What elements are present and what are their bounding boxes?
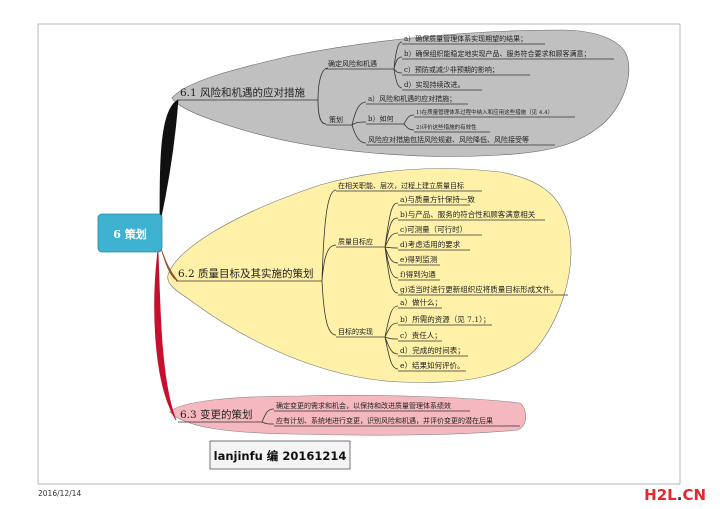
- watermark-h2l: H2L: [644, 486, 677, 504]
- s1-g2-b: b）如何: [368, 114, 393, 123]
- section-6-1-bubble: [171, 29, 630, 157]
- s1-g1-item: b）确保组织能稳定地实现产品、服务符合要求和顾客满意；: [404, 49, 590, 58]
- section-6-1-title: 6.1 风险和机遇的应对措施: [180, 86, 306, 99]
- s1-group-identify-label: 确定风险和机遇: [328, 59, 377, 68]
- connector-6-3: [154, 249, 177, 421]
- s1-g1-item: d）实现持续改进。: [404, 80, 464, 89]
- s3-item: 应有计划、系统地进行变更，识别风险和机遇，并评价变更的潜在后果: [276, 416, 493, 425]
- s1-g2-b-item: 2)评价这些措施的有效性: [416, 123, 477, 131]
- section-6-2-title: 6.2 质量目标及其实施的策划: [178, 267, 314, 280]
- s2-g2-item: d）完成的时间表；: [400, 345, 465, 355]
- s3-item: 确定变更的需求和机会，以保持和改进质量管理体系绩效: [276, 401, 451, 410]
- watermark-logo: H2L.CN: [644, 486, 706, 504]
- s2-group-objectives-label: 质量目标应: [338, 237, 373, 246]
- s2-g1-item: b)与产品、服务的符合性和顾客满意相关: [400, 209, 536, 219]
- s1-g2-c: 风险应对措施包括风险规避、风险降低、风险接受等: [368, 135, 529, 144]
- section-6-3-bubble: [169, 395, 527, 436]
- s2-g1-item: d)考虑适用的要求: [400, 239, 461, 249]
- central-node[interactable]: [97, 213, 163, 253]
- s2-g2-item: b）所需的资源（见 7.1）；: [400, 314, 490, 324]
- s2-g1-item: e)得到监测: [400, 254, 437, 264]
- section-6-2-bubble: [167, 168, 572, 383]
- s2-group-achieve-label: 目标的实现: [338, 327, 373, 336]
- s2-g1-item: a)与质量方针保持一致: [400, 194, 475, 204]
- s2-g1-item: f)得到沟通: [400, 269, 436, 279]
- s2-g1-item: g)适当时进行更新组织应将质量目标形成文件。: [400, 284, 558, 294]
- author-box: [209, 440, 351, 470]
- s1-g1-item: a）确保质量管理体系实现期望的结果；: [404, 34, 527, 43]
- author-box-text: lanjinfu 编 20161214: [214, 449, 347, 463]
- connector-6-2: [159, 244, 179, 282]
- watermark-dot: .: [677, 486, 683, 504]
- page-frame: [37, 23, 681, 485]
- s1-group-plan-label: 策划: [329, 115, 343, 124]
- s2-g2-item: c）责任人；: [400, 330, 442, 340]
- s2-g1-item: c)可测量（可行时）: [400, 224, 467, 234]
- connector-6-1: [159, 99, 179, 223]
- s1-g2-a: a）风险和机遇的应对措施；: [368, 94, 456, 103]
- section-6-3-title: 6.3 变更的策划: [180, 408, 253, 421]
- s2-g2-item: e）结果如何评价。: [400, 360, 464, 370]
- s2-g2-item: a）做什么；: [400, 297, 442, 307]
- s1-g1-item: c）预防或减少非预期的影响；: [404, 65, 499, 74]
- central-node-label: 6 策划: [113, 227, 146, 241]
- footer-date: 2016/12/14: [38, 489, 81, 498]
- watermark-cn: CN: [682, 486, 706, 504]
- s2-top-item: 在相关职能、层次，过程上建立质量目标: [338, 181, 464, 190]
- s1-g2-b-item: 1)在质量管理体系过程中纳入和应用这些措施（见 4.4）: [416, 108, 553, 116]
